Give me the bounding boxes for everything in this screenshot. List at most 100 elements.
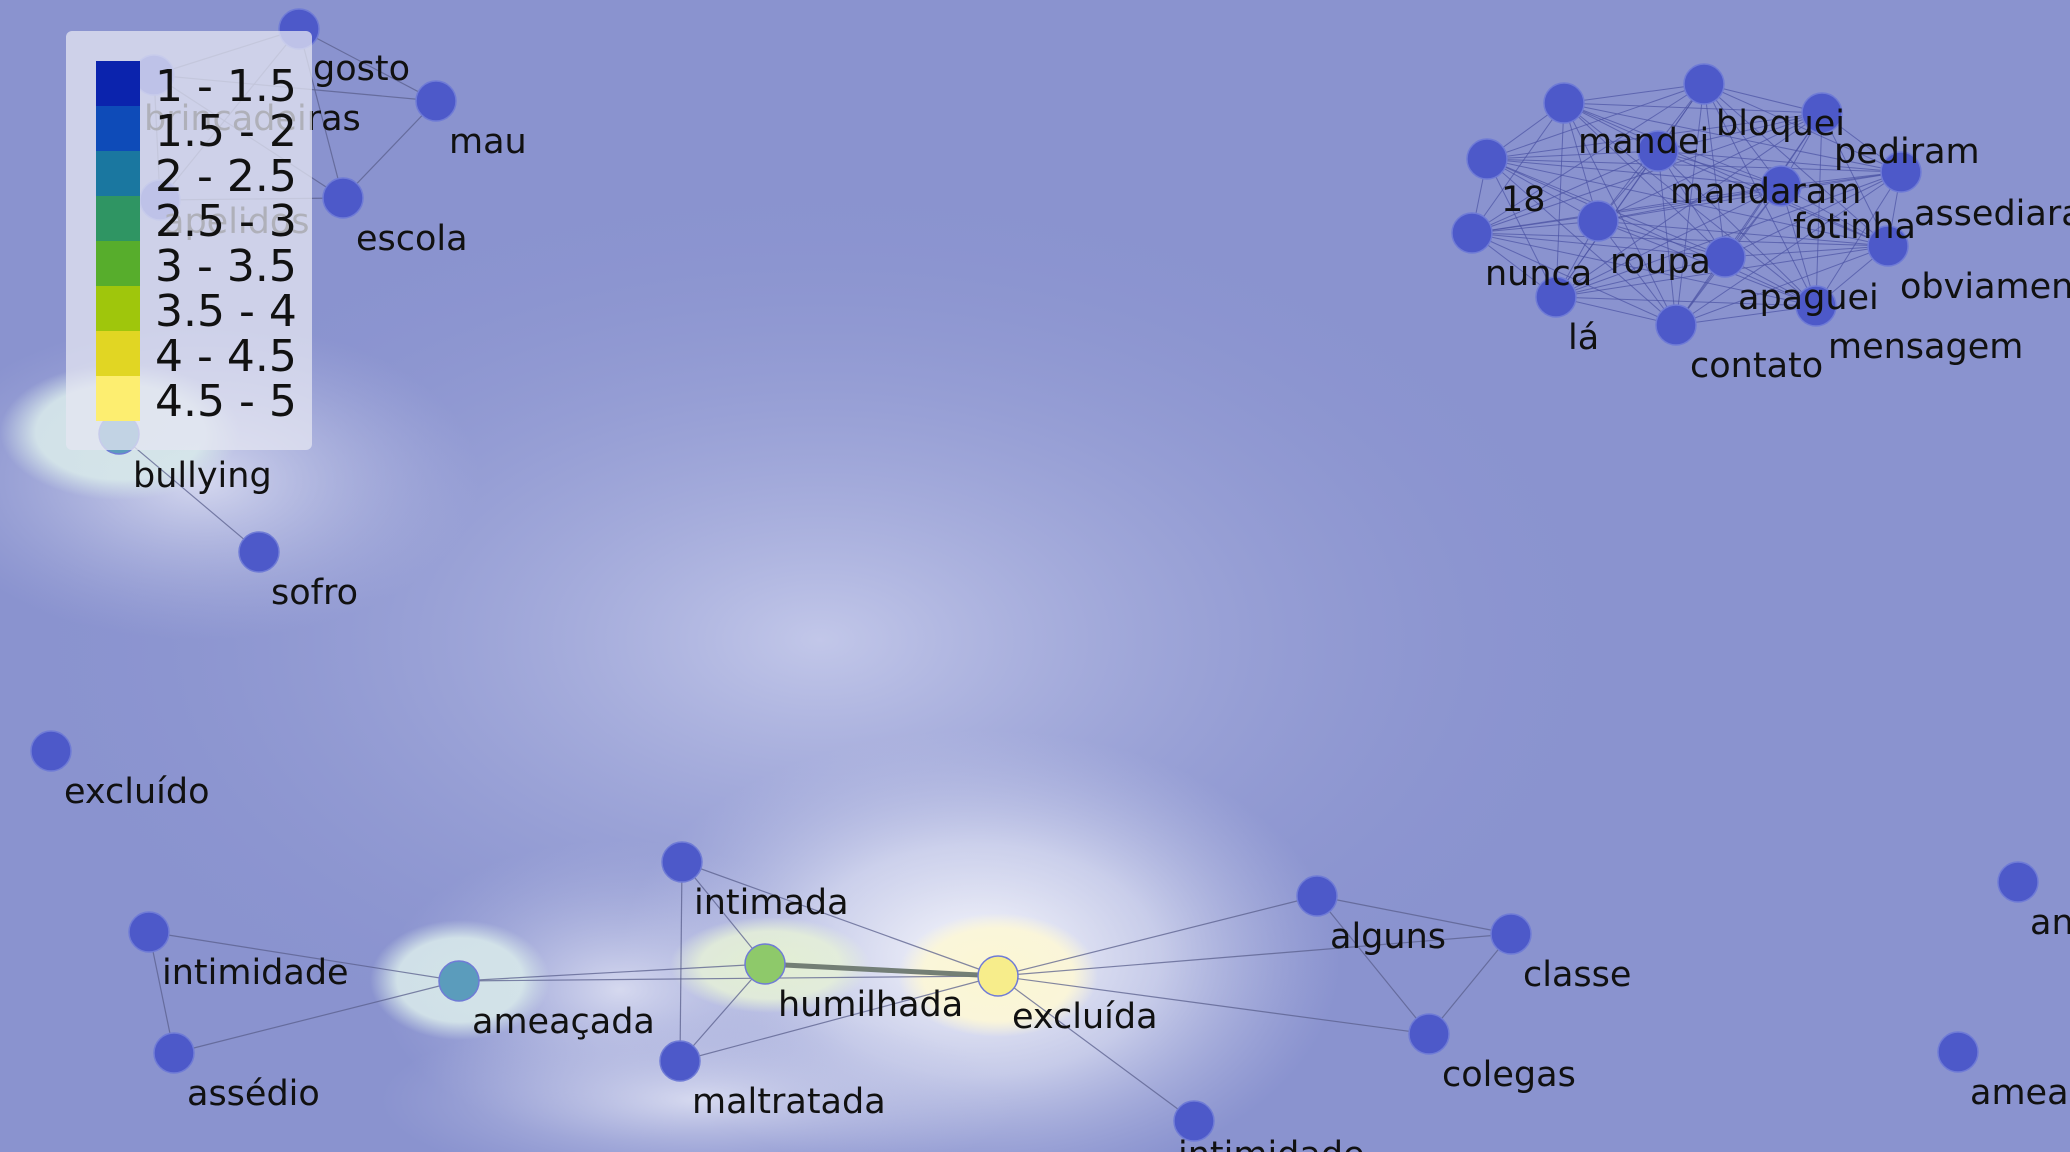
edge-obviamente-mensagem [1563,102,1889,247]
edge-intimada-humilhada [681,861,766,965]
node-label-intimada: intimada [694,883,849,923]
node-label-mensagem: mensagem [1828,327,2023,367]
node-label-n18: 18 [1501,180,1546,220]
node-label-nunca: nunca [1485,254,1592,294]
node-ameacada[interactable] [438,960,480,1002]
node-roupa[interactable] [1577,200,1619,242]
node-label-pediram: pediram [1834,132,1980,172]
edge-assediaram-contato [1675,171,1902,326]
node-n18[interactable] [1466,138,1508,180]
edge-pediram-apaguei [1815,112,1823,307]
node-intimidade2[interactable] [1173,1100,1215,1142]
legend-swatch [96,376,140,421]
node-la[interactable] [1535,276,1577,318]
node-label-bloquei: bloquei [1716,104,1845,144]
node-an[interactable] [1997,861,2039,903]
node-label-apaguei: apaguei [1738,278,1879,318]
edge-assediaram-la [1555,171,1902,298]
edge-pediram-mensagem [1563,102,1823,114]
node-excluida[interactable] [977,955,1019,997]
node-excluido[interactable] [30,730,72,772]
edge-roupa-contato [1597,220,1677,326]
node-label-la: lá [1568,318,1599,358]
node-intimada[interactable] [661,841,703,883]
node-label-obviamente: obviamente [1900,267,2070,307]
node-mensagem[interactable] [1543,82,1585,124]
edge-gosto-mau [298,28,437,102]
edge-maltratada-excluida [679,975,999,1062]
node-obviamente[interactable] [1867,225,1909,267]
edge-mandei-nunca [1471,150,1659,234]
node-bloquei[interactable] [1683,63,1725,105]
edge-nunca-contato [1471,232,1677,326]
node-label-ameacada: ameaçada [472,1002,655,1042]
node-label-mandaram: mandaram [1670,172,1861,212]
edge-humilhada-excluida [764,961,999,979]
legend-swatch [96,286,140,331]
node-label-roupa: roupa [1610,242,1711,282]
node-assedio[interactable] [153,1032,195,1074]
edge-assediaram-fotinha [1724,171,1902,258]
legend-swatch [96,196,140,241]
node-label-intimidade2: intimidade [1178,1135,1365,1152]
edge-apaguei-la [1555,296,1817,307]
edge-bloquei-nunca [1471,83,1705,234]
node-mandei[interactable] [1637,130,1679,172]
edge-bloquei-mandaram [1703,83,1782,187]
edge-mandaram-apaguei [1780,185,1817,307]
edge-n18-assediaram [1486,158,1902,173]
edge-mandei-n18 [1486,150,1659,160]
node-apaguei[interactable] [1795,285,1837,327]
node-classe[interactable] [1490,913,1532,955]
legend: 1 - 1.51.5 - 22 - 2.52.5 - 33 - 3.53.5 -… [66,31,312,450]
legend-label: 1.5 - 2 [155,106,297,157]
edge-n18-mandaram [1486,158,1782,187]
edge-ameacada-excluida [458,975,999,982]
edge-n18-roupa [1486,158,1599,222]
node-assediaram[interactable] [1880,151,1922,193]
node-contato[interactable] [1655,304,1697,346]
legend-label: 2 - 2.5 [155,151,297,202]
edge-intimada-maltratada [679,861,683,1062]
edge-nunca-mensagem [1471,102,1565,234]
node-mandaram[interactable] [1760,165,1802,207]
edge-excluida-intimidade2 [997,975,1195,1122]
node-humilhada[interactable] [744,943,786,985]
node-pediram[interactable] [1801,92,1843,134]
node-sofro[interactable] [238,531,280,573]
edge-roupa-obviamente [1597,220,1889,247]
node-label-classe: classe [1523,955,1631,995]
legend-swatch [96,151,140,196]
edge-bullying-sofro [118,433,260,553]
legend-label: 3.5 - 4 [155,286,297,337]
edge-mandei-mandaram [1657,150,1782,187]
edge-bloquei-n18 [1486,83,1705,160]
node-amea[interactable] [1937,1031,1979,1073]
node-maltratada[interactable] [659,1040,701,1082]
edge-bloquei-fotinha [1703,83,1726,258]
edge-alguns-colegas [1316,895,1430,1035]
node-nunca[interactable] [1451,212,1493,254]
edge-excluida-alguns [997,895,1318,977]
edge-alguns-classe [1316,895,1512,935]
node-intimidade[interactable] [128,911,170,953]
node-alguns[interactable] [1296,875,1338,917]
edge-n18-contato [1486,158,1677,326]
node-mau[interactable] [415,80,457,122]
edge-assediaram-apaguei [1815,171,1902,307]
node-fotinha[interactable] [1704,236,1746,278]
node-label-gosto: gosto [313,49,410,89]
edge-excluida-colegas [997,975,1430,1035]
node-escola[interactable] [322,177,364,219]
edge-assediaram-nunca [1471,171,1902,234]
legend-label: 4 - 4.5 [155,331,297,382]
edge-assediaram-roupa [1597,171,1902,222]
edge-apaguei-mensagem [1563,102,1817,307]
edge-classe-colegas [1428,933,1512,1035]
node-colegas[interactable] [1408,1013,1450,1055]
edge-contato-mensagem [1563,102,1677,326]
node-label-assediaram: assediaram [1914,194,2070,234]
node-label-alguns: alguns [1330,917,1446,957]
